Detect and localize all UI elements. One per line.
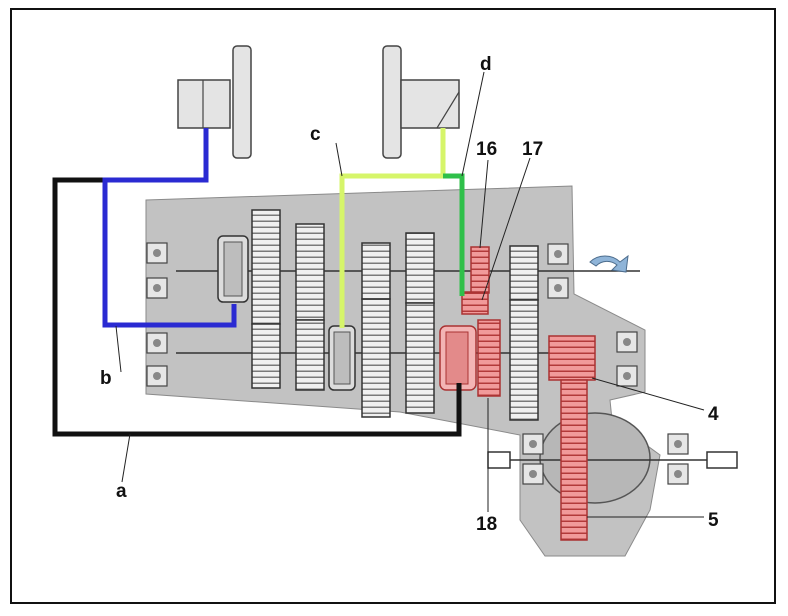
selector-right xyxy=(382,45,460,159)
gear-17 xyxy=(461,291,489,315)
gear-2-upper xyxy=(295,223,325,321)
gear-3-lower xyxy=(361,298,391,418)
gear-4-upper xyxy=(405,232,435,304)
axle-end-right xyxy=(706,451,738,469)
label-18: 18 xyxy=(476,514,497,535)
gear-reverse-upper xyxy=(509,245,539,301)
gear-1-lower xyxy=(251,323,281,389)
gear-4-lower xyxy=(405,302,435,414)
gear-3-upper xyxy=(361,242,391,300)
rotation-arrow-icon xyxy=(589,254,629,273)
linkage-c xyxy=(339,128,446,328)
gear-18 xyxy=(477,319,501,397)
linkage-b xyxy=(102,128,237,328)
gear-5 xyxy=(560,379,588,541)
label-16: 16 xyxy=(476,139,497,160)
leader-lines xyxy=(115,71,705,518)
label-4: 4 xyxy=(708,404,719,425)
linkage-a xyxy=(52,177,462,437)
label-a: a xyxy=(116,481,127,502)
label-c: c xyxy=(310,124,321,145)
label-d: d xyxy=(480,54,492,75)
differential-case xyxy=(539,412,651,504)
gear-2-lower xyxy=(295,319,325,391)
label-b: b xyxy=(100,368,112,389)
gear-4 xyxy=(548,335,596,381)
gear-1-upper xyxy=(251,209,281,325)
gear-reverse-lower xyxy=(509,299,539,421)
axle-end-left xyxy=(487,451,511,469)
selector-left xyxy=(177,45,252,159)
label-5: 5 xyxy=(708,510,719,531)
label-17: 17 xyxy=(522,139,543,160)
